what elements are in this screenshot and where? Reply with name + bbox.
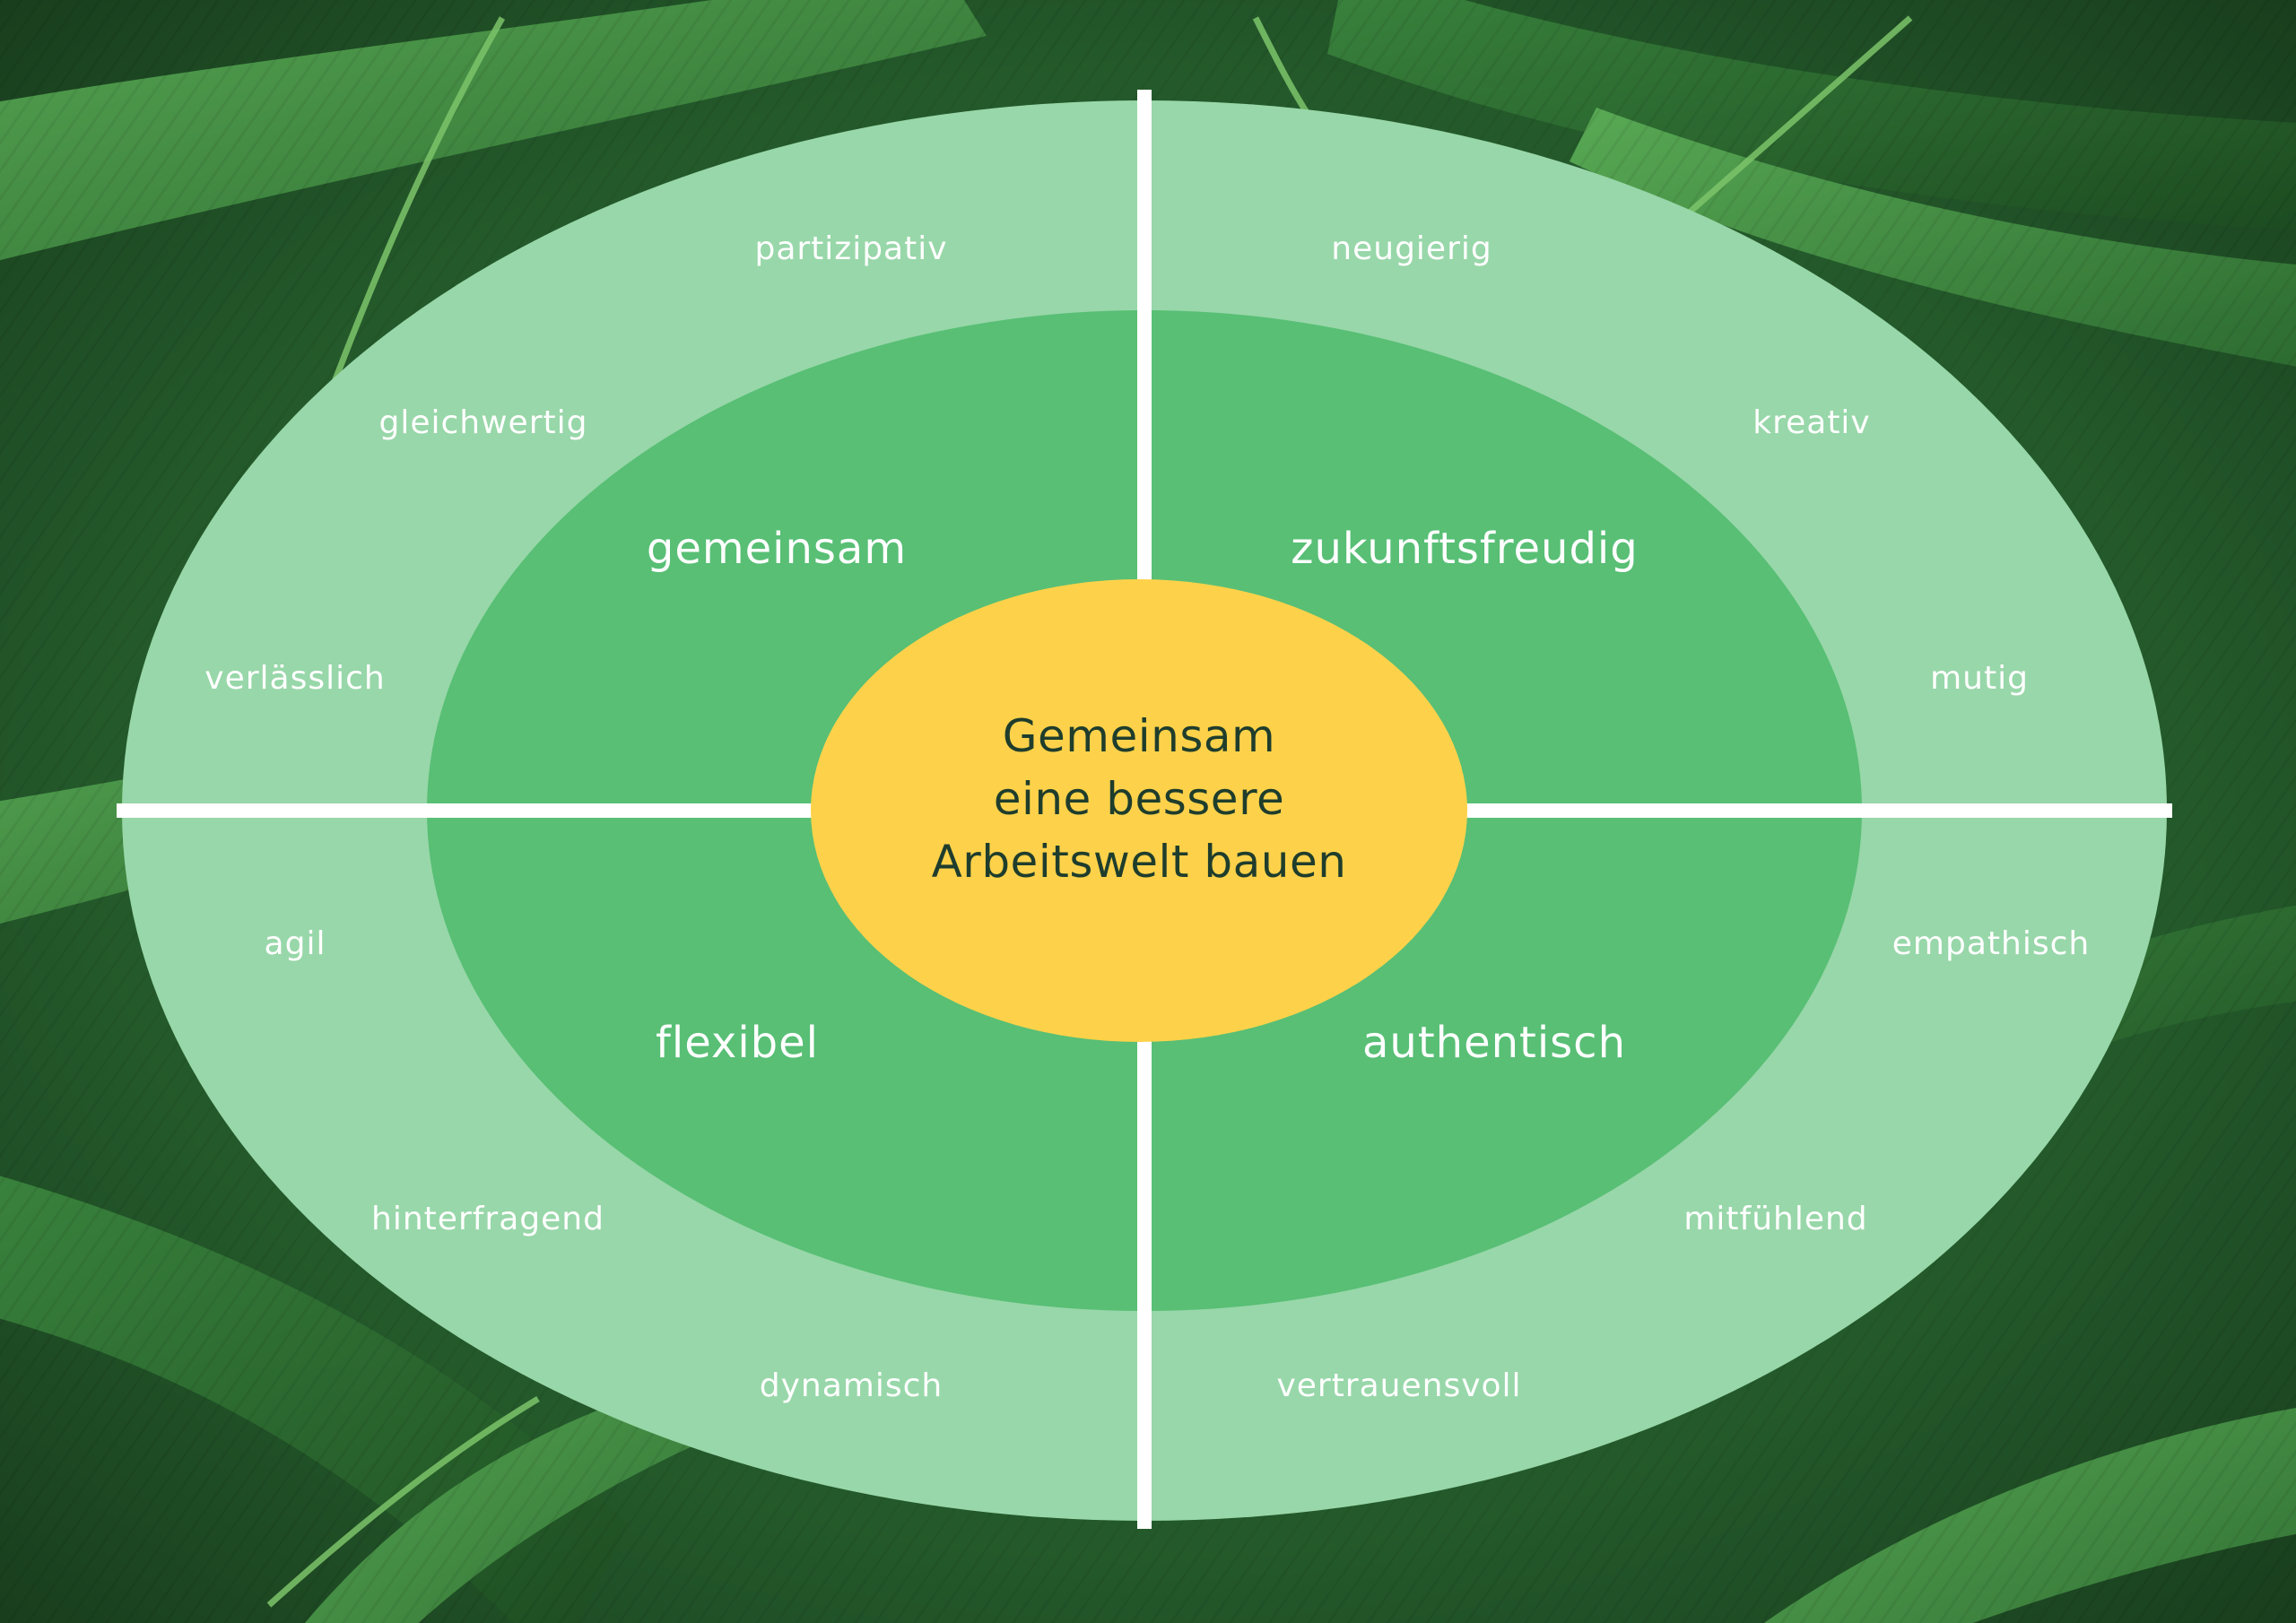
trait-mitfuehlend: mitfühlend xyxy=(1683,1201,1867,1237)
trait-verlaesslich: verlässlich xyxy=(204,660,385,697)
trait-empathisch: empathisch xyxy=(1892,925,2090,962)
trait-gleichwertig: gleichwertig xyxy=(379,404,588,441)
trait-kreativ: kreativ xyxy=(1752,404,1871,441)
center-line-1: Gemeinsam xyxy=(1003,710,1275,762)
trait-dynamisch: dynamisch xyxy=(760,1367,943,1404)
center-ellipse xyxy=(811,579,1467,1042)
trait-vertrauensvoll: vertrauensvoll xyxy=(1276,1367,1521,1404)
center-line-2: eine bessere xyxy=(994,773,1285,825)
trait-labels-top-right: neugierig kreativ mutig xyxy=(1331,230,2029,697)
trait-labels-bottom-right: empathisch mitfühlend vertrauensvoll xyxy=(1276,925,2090,1404)
quadrant-title-bottom-left: flexibel xyxy=(656,1018,819,1068)
trait-partizipativ: partizipativ xyxy=(754,230,947,267)
center-statement: Gemeinsam eine bessere Arbeitswelt bauen xyxy=(932,710,1347,888)
quadrant-titles: gemeinsam zukunftsfreudig flexibel authe… xyxy=(647,524,1638,1068)
quadrant-title-top-right: zukunftsfreudig xyxy=(1291,524,1638,574)
trait-labels-bottom-left: agil hinterfragend dynamisch xyxy=(265,925,943,1404)
quadrant-title-bottom-right: authentisch xyxy=(1362,1018,1626,1068)
trait-mutig: mutig xyxy=(1930,660,2029,697)
center-line-3: Arbeitswelt bauen xyxy=(932,836,1347,888)
trait-neugierig: neugierig xyxy=(1331,230,1492,267)
trait-hinterfragend: hinterfragend xyxy=(371,1201,604,1237)
trait-agil: agil xyxy=(265,925,326,962)
trait-labels-top-left: partizipativ gleichwertig verlässlich xyxy=(204,230,947,697)
quadrant-title-top-left: gemeinsam xyxy=(647,524,907,574)
